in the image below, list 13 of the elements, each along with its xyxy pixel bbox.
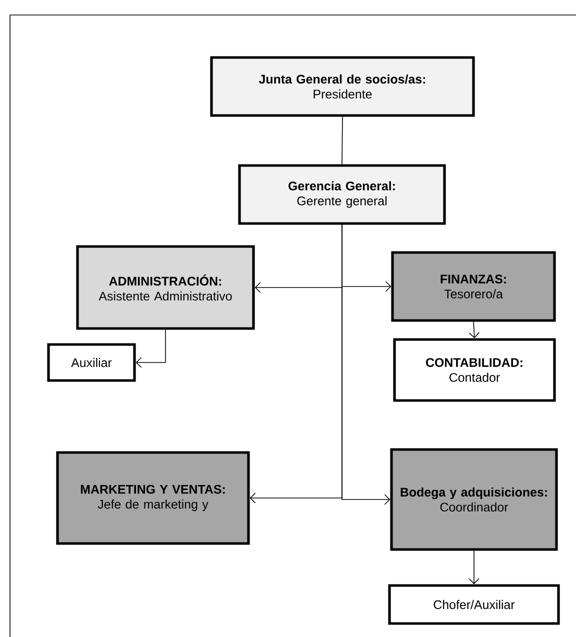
org-box: Auxiliar (47, 343, 136, 382)
org-box: Junta General de socios/as: Presidente (210, 56, 475, 117)
org-box: FINANZAS: Tesorero/a (391, 251, 556, 322)
org-box: Chofer/Auxiliar (388, 584, 560, 625)
org-box: Gerencia General: Gerente general (238, 164, 446, 225)
connector-arrow (468, 321, 480, 338)
org-box: CONTABILIDAD: Contador (393, 338, 556, 402)
connector-arrow (136, 329, 166, 368)
org-box: Bodega y adquisiciones: Coordinador (390, 448, 558, 551)
org-box: ADMINISTRACIÓN: Asistente Administrativo (76, 245, 255, 330)
connector-arrow (342, 224, 390, 505)
connector-arrow (468, 550, 480, 584)
org-box: MARKETING Y VENTAS: Jefe de marketing y (56, 451, 250, 545)
